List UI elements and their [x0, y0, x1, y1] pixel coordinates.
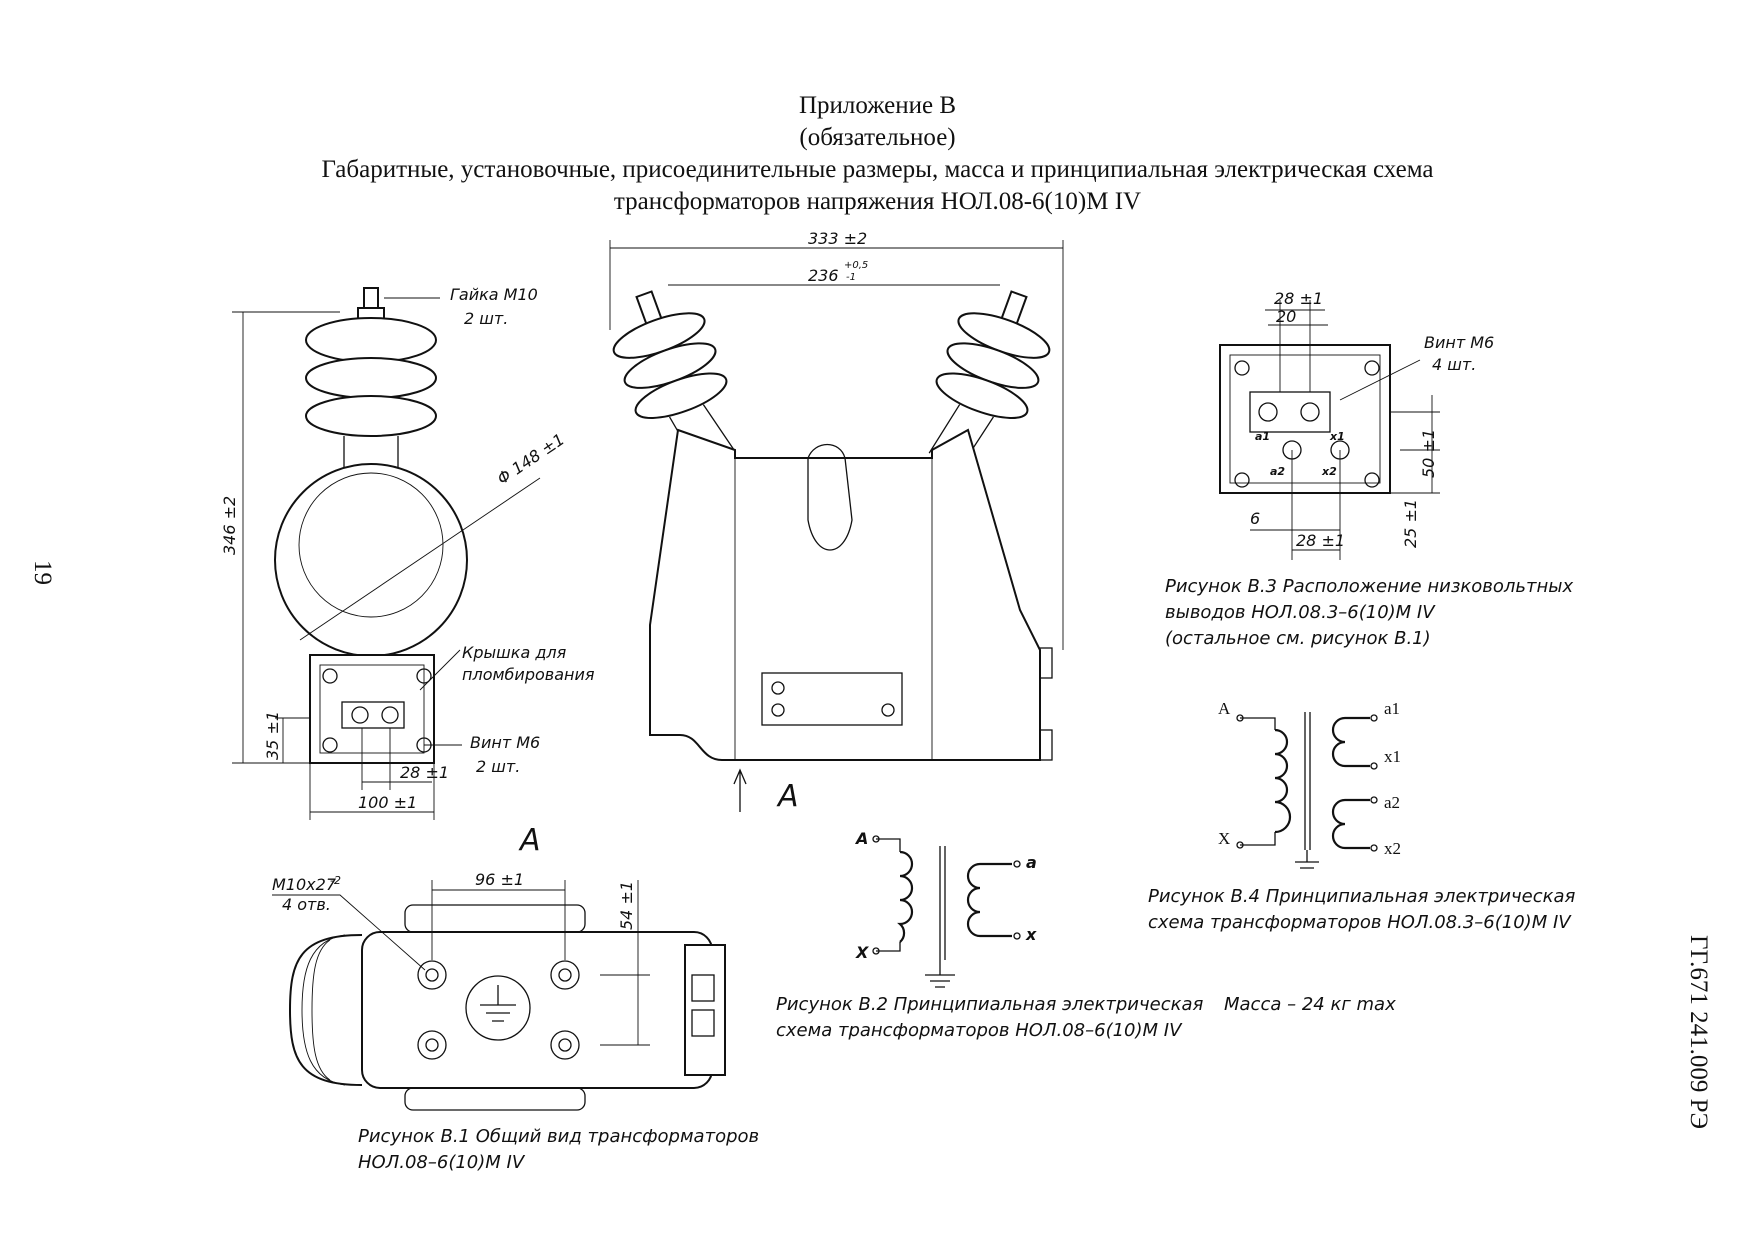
fig2-schematic [872, 835, 1021, 988]
dim-35: 35 ±1 [263, 711, 282, 760]
dim-50: 50 ±1 [1419, 429, 1438, 478]
appendix-heading: Габаритные, установочные, присоединитель… [321, 156, 1434, 183]
fig3-caption-2: выводов НОЛ.08.3–6(10)М IV [1165, 602, 1436, 623]
fig3-screw-qty: 4 шт. [1432, 355, 1476, 374]
dim-20: 20 [1276, 307, 1296, 326]
dim-28-fig3-top: 28 ±1 [1274, 289, 1323, 308]
view-a-label: А [518, 823, 541, 858]
holes-label: М10х27 [272, 875, 337, 894]
dim-28-fig3-bottom: 28 ±1 [1296, 531, 1345, 550]
front-view [609, 240, 1064, 812]
appendix-status: (обязательное) [799, 124, 956, 151]
height-346: 346 ±2 [220, 496, 239, 555]
nut-label: Гайка М10 [450, 285, 538, 304]
fig2-terminal-a-lv: а [1026, 853, 1037, 872]
fig3-screw-label: Винт М6 [1424, 333, 1494, 352]
fig1-caption-1: Рисунок В.1 Общий вид трансформаторов [358, 1126, 759, 1147]
diameter-148: Φ 148 ±1 [494, 430, 568, 489]
fig3-term-a1: а1 [1255, 430, 1270, 443]
dim-96: 96 ±1 [475, 870, 524, 889]
dim-25: 25 ±1 [1401, 499, 1420, 548]
fig2-caption-1: Рисунок В.2 Принципиальная электрическая [776, 994, 1204, 1015]
mass-note: Масса – 24 кг max [1224, 994, 1396, 1015]
dim-236: 236 [808, 266, 839, 285]
fig2-terminal-x-lv: х [1025, 925, 1037, 944]
appendix-subheading: трансформаторов напряжения НОЛ.08-6(10)М… [613, 188, 1142, 215]
screw-label: Винт М6 [470, 733, 540, 752]
screw-qty: 2 шт. [476, 757, 520, 776]
dim-54: 54 ±1 [617, 881, 636, 930]
fig4-schematic [1236, 712, 1378, 869]
fig3-caption-1: Рисунок В.3 Расположение низковольтных [1165, 576, 1573, 597]
fig1-top-view [272, 880, 726, 1111]
fig3-term-x2: х2 [1321, 465, 1337, 478]
fig4-terminal-x1: х1 [1384, 747, 1401, 766]
fig3-term-a2: а2 [1270, 465, 1285, 478]
appendix-title: Приложение В [798, 92, 957, 119]
fig4-caption-1: Рисунок В.4 Принципиальная электрическая [1148, 886, 1576, 907]
holes-qty: 4 отв. [282, 895, 331, 914]
fig4-terminal-x2: х2 [1384, 839, 1401, 858]
cover-label-2: пломбирования [462, 665, 595, 684]
fig2-terminal-x-hv: Х [855, 943, 869, 962]
fig3-term-x1: х1 [1329, 430, 1345, 443]
fig1-side-view [232, 287, 541, 820]
holes-tolerance: -2 [330, 874, 341, 887]
fig4-terminal-a: А [1218, 699, 1231, 718]
fig2-caption-2: схема трансформаторов НОЛ.08–6(10)М IV [776, 1020, 1183, 1041]
dim-100: 100 ±1 [358, 793, 417, 812]
nut-qty: 2 шт. [464, 309, 508, 328]
fig4-terminal-a1: а1 [1384, 699, 1400, 718]
fig4-terminal-a2: а2 [1384, 793, 1400, 812]
dim-6: 6 [1250, 509, 1260, 528]
cover-label-1: Крышка для [462, 643, 567, 662]
fig1-caption-2: НОЛ.08–6(10)М IV [358, 1152, 526, 1173]
dim-236-tol-up: +0,5 [844, 260, 868, 271]
dim-236-tol-dn: -1 [846, 272, 856, 283]
fig2-terminal-a-hv: А [854, 829, 868, 848]
fig3-caption-3: (остальное см. рисунок В.1) [1165, 628, 1431, 649]
fig4-terminal-x: Х [1218, 829, 1230, 848]
fig3-terminal-box [1219, 300, 1440, 560]
fig4-caption-2: схема трансформаторов НОЛ.08.3–6(10)М IV [1148, 912, 1572, 933]
dim-28-fig1: 28 ±1 [400, 763, 449, 782]
arrow-a-label: А [776, 779, 799, 814]
dim-333: 333 ±2 [808, 229, 867, 248]
